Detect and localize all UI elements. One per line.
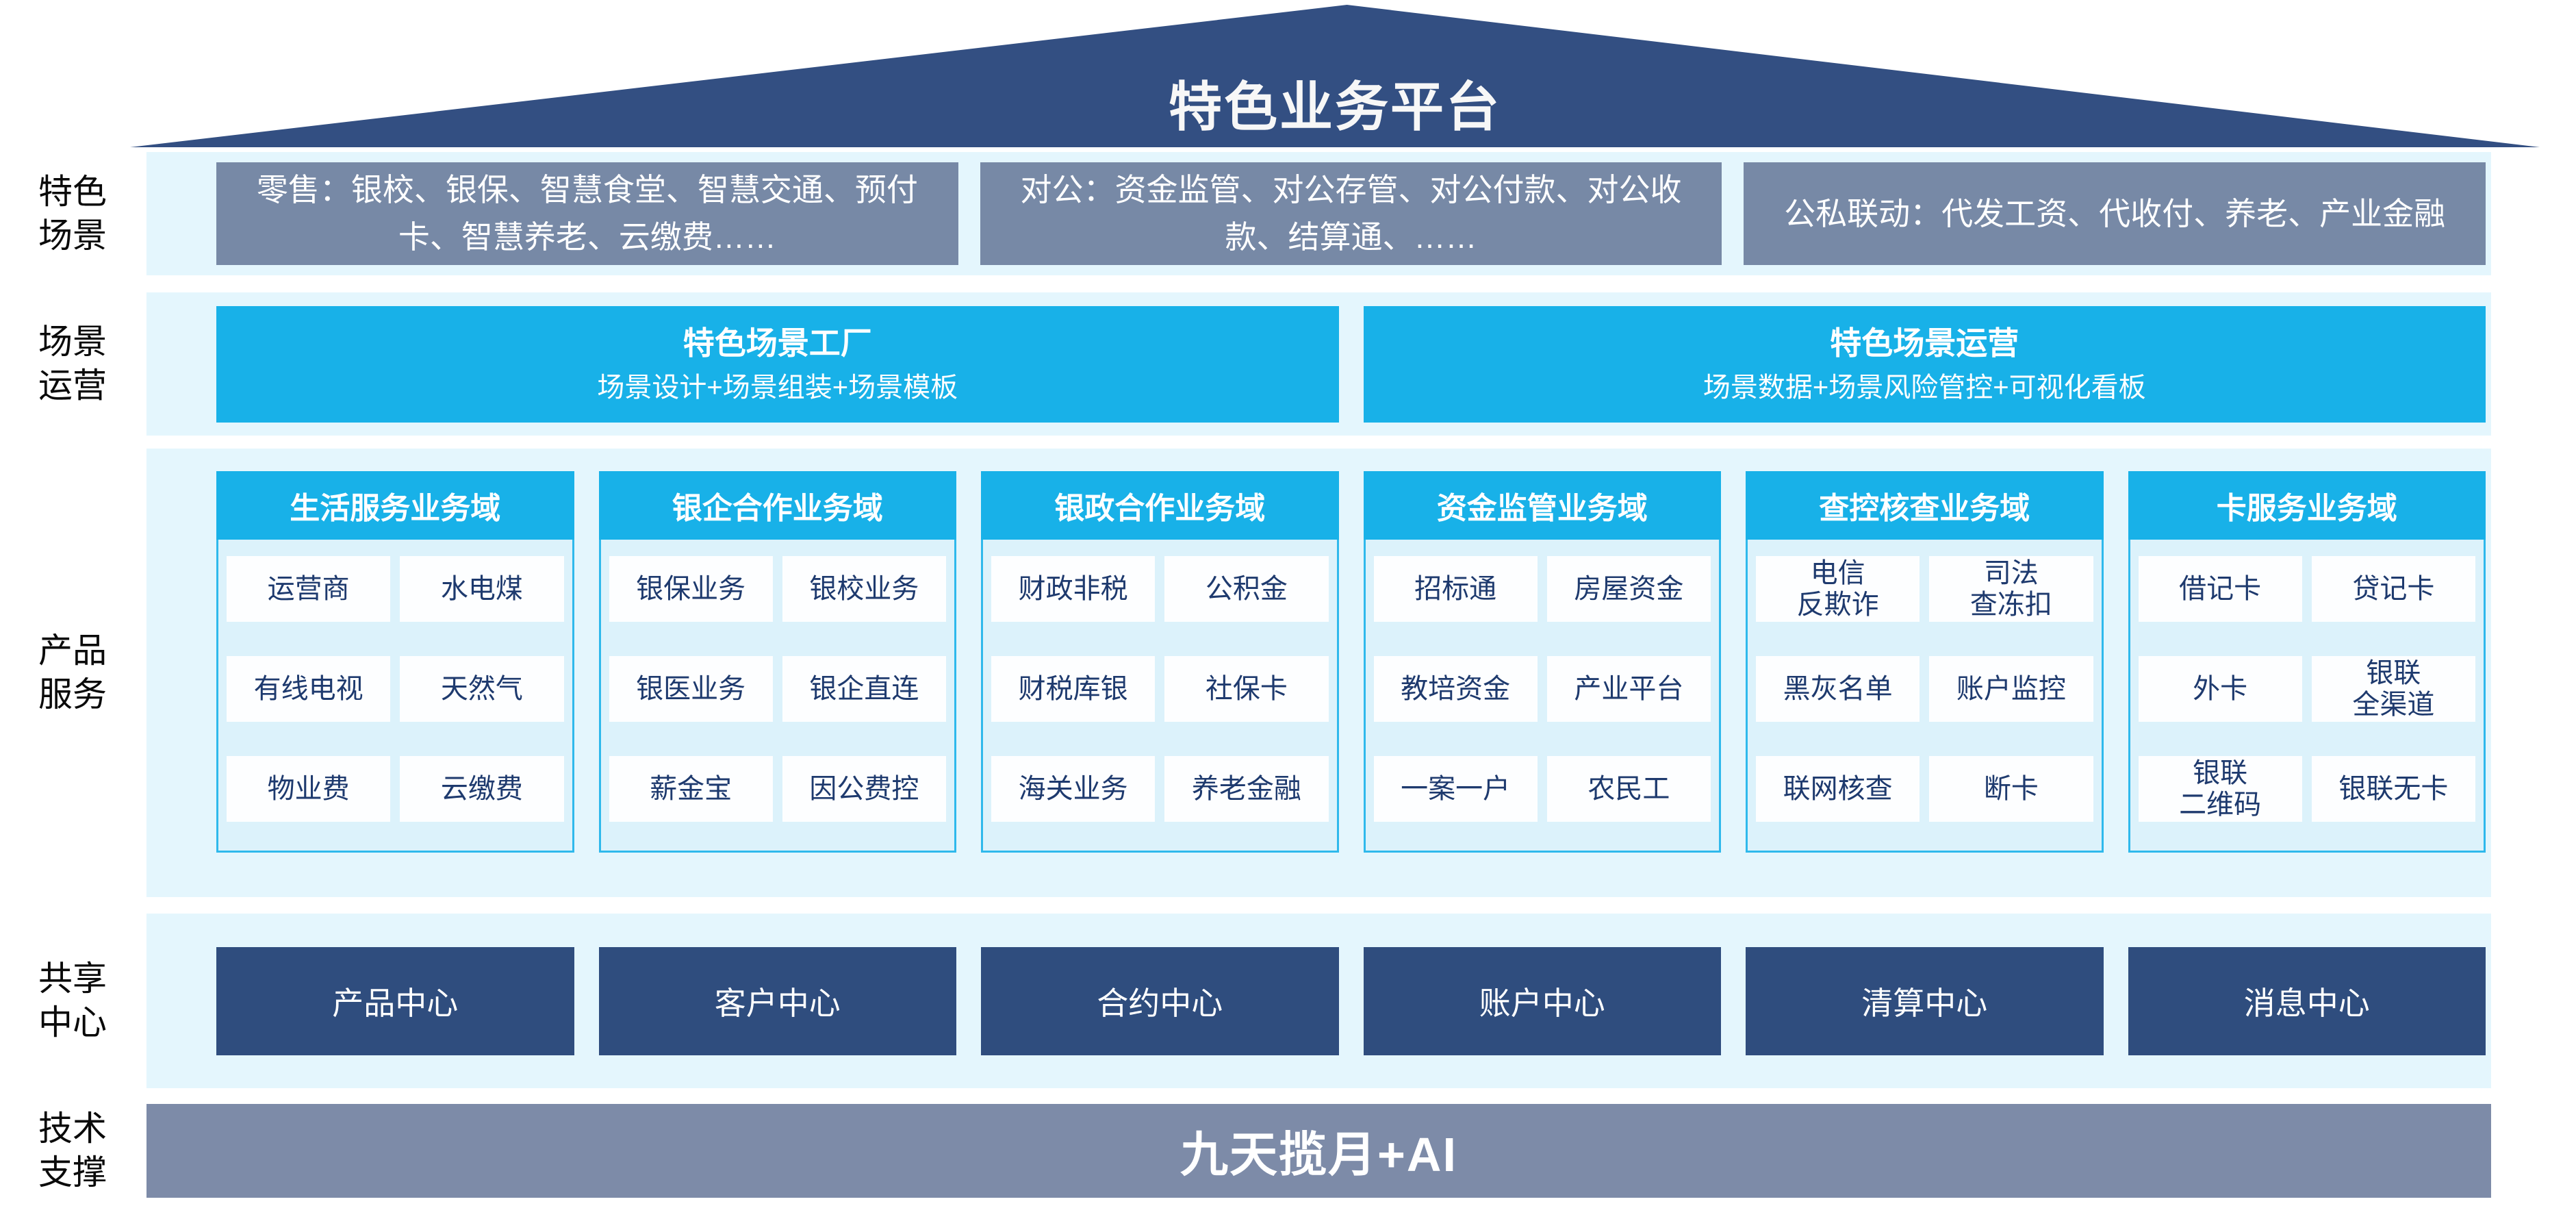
- domain-item: 银联 全渠道: [2311, 656, 2475, 722]
- featured-scenes-band: 零售：银校、银保、智慧食堂、智慧交通、预付卡、智慧养老、云缴费…… 对公：资金监…: [146, 152, 2491, 275]
- domain-item: 公积金: [1164, 556, 1329, 622]
- product-services-band: 生活服务业务域 运营商 水电煤 有线电视 天然气 物业费 云缴费 银企合作业务域…: [146, 449, 2491, 897]
- domain-item: 电信 反欺诈: [1756, 556, 1920, 622]
- shared-centers-band: 产品中心 客户中心 合约中心 账户中心 清算中心 消息中心: [146, 914, 2491, 1088]
- domain-header: 银政合作业务域: [981, 471, 1339, 540]
- domain-item: 一案一户: [1373, 756, 1538, 822]
- domain-item: 薪金宝: [609, 756, 773, 822]
- center-message: 消息中心: [2128, 946, 2486, 1055]
- scene-operation-title: 特色场景运营: [1830, 325, 2019, 361]
- domain-header: 查控核查业务域: [1746, 471, 2104, 540]
- row-label-featured-scenes: 特色 场景: [38, 173, 107, 255]
- scene-operation-box: 特色场景运营 场景数据+场景风险管控+可视化看板: [1363, 305, 2486, 423]
- domain-item: 运营商: [227, 556, 391, 622]
- domain-item: 贷记卡: [2311, 556, 2475, 622]
- center-contract: 合约中心: [981, 946, 1339, 1055]
- domain-item: 海关业务: [991, 756, 1156, 822]
- scene-factory-title: 特色场景工厂: [683, 325, 872, 361]
- row-label-product-services: 产品 服务: [38, 631, 107, 714]
- domain-item: 银联 二维码: [2138, 756, 2302, 822]
- scene-box-corporate: 对公：资金监管、对公存管、对公付款、对公收款、结算通、……: [980, 162, 1722, 265]
- domain-item: 有线电视: [227, 656, 391, 722]
- domain-item: 物业费: [227, 756, 391, 822]
- domain-item: 财政非税: [991, 556, 1156, 622]
- domain-item: 养老金融: [1164, 756, 1329, 822]
- scene-operation-band: 特色场景工厂 场景设计+场景组装+场景模板 特色场景运营 场景数据+场景风险管控…: [146, 292, 2491, 436]
- domain-item: 农民工: [1546, 756, 1711, 822]
- domain-item: 账户监控: [1929, 656, 2093, 722]
- scene-operation-subtitle: 场景数据+场景风险管控+可视化看板: [1703, 372, 2146, 403]
- domain-life-services: 生活服务业务域 运营商 水电煤 有线电视 天然气 物业费 云缴费: [216, 471, 574, 853]
- domain-items: 财政非税 公积金 财税库银 社保卡 海关业务 养老金融: [983, 540, 1337, 851]
- domain-item: 司法 查冻扣: [1929, 556, 2093, 622]
- domain-item: 外卡: [2138, 656, 2302, 722]
- platform-title: 特色业务平台: [1168, 77, 1501, 137]
- center-account: 账户中心: [1363, 946, 1721, 1055]
- center-product: 产品中心: [216, 946, 574, 1055]
- scene-box-retail: 零售：银校、银保、智慧食堂、智慧交通、预付卡、智慧养老、云缴费……: [216, 162, 958, 265]
- domain-header: 生活服务业务域: [216, 471, 574, 540]
- domain-item: 招标通: [1373, 556, 1538, 622]
- domain-item: 水电煤: [400, 556, 564, 622]
- row-label-shared-centers: 共享 中心: [38, 959, 107, 1042]
- domain-item: 房屋资金: [1546, 556, 1711, 622]
- domain-header: 资金监管业务域: [1363, 471, 1721, 540]
- domain-item: 借记卡: [2138, 556, 2302, 622]
- center-customer: 客户中心: [598, 946, 956, 1055]
- domain-items: 借记卡 贷记卡 外卡 银联 全渠道 银联 二维码 银联无卡: [2130, 540, 2484, 851]
- domain-items: 运营商 水电煤 有线电视 天然气 物业费 云缴费: [218, 540, 572, 851]
- scene-factory-subtitle: 场景设计+场景组装+场景模板: [597, 372, 958, 403]
- center-settlement: 清算中心: [1746, 946, 2104, 1055]
- domain-items: 招标通 房屋资金 教培资金 产业平台 一案一户 农民工: [1366, 540, 1720, 851]
- domain-item: 天然气: [400, 656, 564, 722]
- domain-item: 教培资金: [1373, 656, 1538, 722]
- domain-item: 云缴费: [400, 756, 564, 822]
- domain-item: 社保卡: [1164, 656, 1329, 722]
- domain-item: 银医业务: [609, 656, 773, 722]
- domain-item: 银保业务: [609, 556, 773, 622]
- domain-card-services: 卡服务业务域 借记卡 贷记卡 外卡 银联 全渠道 银联 二维码 银联无卡: [2128, 471, 2486, 853]
- domain-items: 电信 反欺诈 司法 查冻扣 黑灰名单 账户监控 联网核查 断卡: [1748, 540, 2102, 851]
- domain-fund-supervision: 资金监管业务域 招标通 房屋资金 教培资金 产业平台 一案一户 农民工: [1363, 471, 1721, 853]
- roof-banner: 特色业务平台: [130, 5, 2540, 147]
- domain-item: 银企直连: [782, 656, 946, 722]
- scene-box-public-private: 公私联动：代发工资、代收付、养老、产业金融: [1744, 162, 2486, 265]
- domain-item: 银联无卡: [2311, 756, 2475, 822]
- row-label-tech-support: 技术 支撑: [38, 1109, 107, 1192]
- domain-bank-enterprise: 银企合作业务域 银保业务 银校业务 银医业务 银企直连 薪金宝 因公费控: [598, 471, 956, 853]
- domain-header: 银企合作业务域: [598, 471, 956, 540]
- domain-header: 卡服务业务域: [2128, 471, 2486, 540]
- domain-inquiry-control: 查控核查业务域 电信 反欺诈 司法 查冻扣 黑灰名单 账户监控 联网核查 断卡: [1746, 471, 2104, 853]
- domain-item: 银校业务: [782, 556, 946, 622]
- domain-items: 银保业务 银校业务 银医业务 银企直连 薪金宝 因公费控: [601, 540, 955, 851]
- domain-item: 断卡: [1929, 756, 2093, 822]
- domain-item: 产业平台: [1546, 656, 1711, 722]
- row-label-scene-operation: 场景 运营: [38, 323, 107, 405]
- tech-support-bar: 九天揽月+AI: [146, 1104, 2491, 1198]
- domain-item: 黑灰名单: [1756, 656, 1920, 722]
- domain-item: 因公费控: [782, 756, 946, 822]
- domain-item: 财税库银: [991, 656, 1156, 722]
- scene-factory-box: 特色场景工厂 场景设计+场景组装+场景模板: [216, 305, 1339, 423]
- domain-bank-government: 银政合作业务域 财政非税 公积金 财税库银 社保卡 海关业务 养老金融: [981, 471, 1339, 853]
- domain-item: 联网核查: [1756, 756, 1920, 822]
